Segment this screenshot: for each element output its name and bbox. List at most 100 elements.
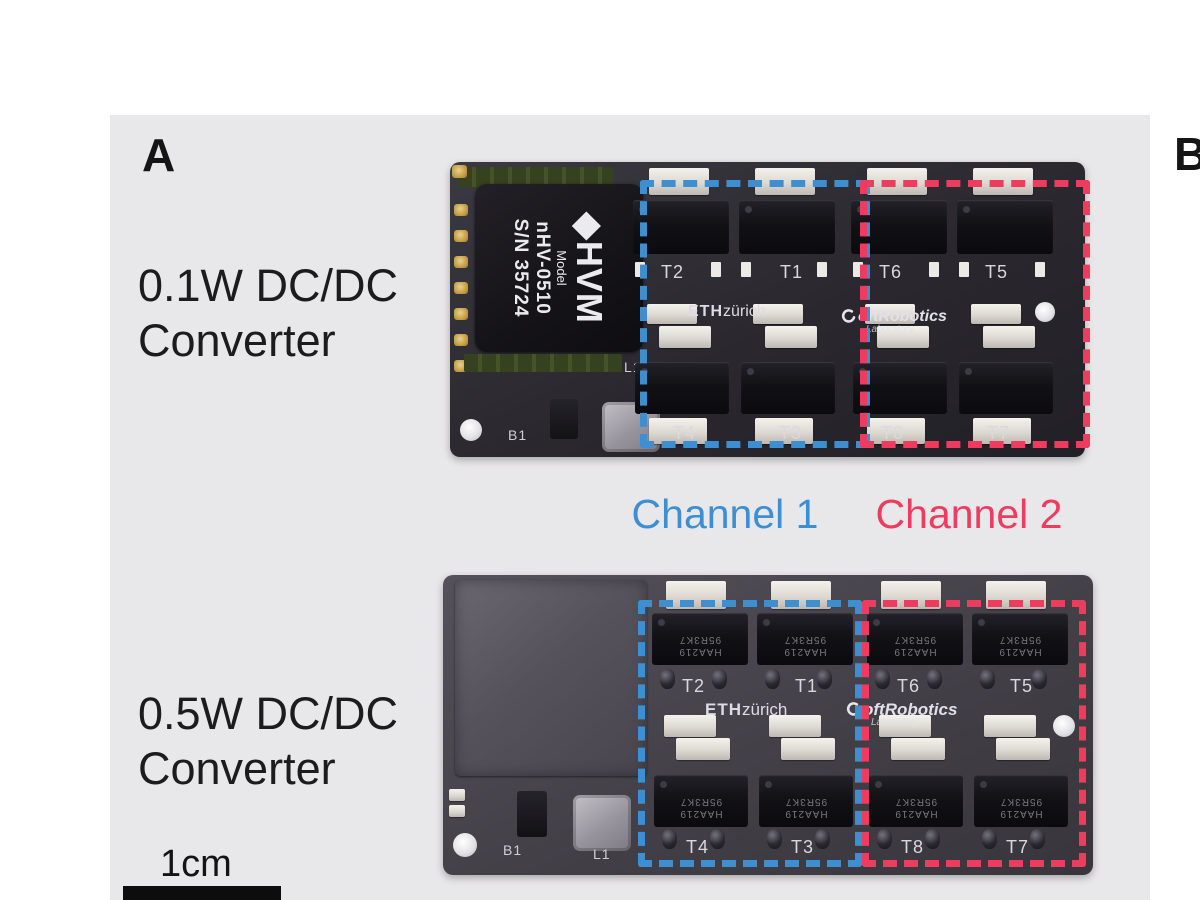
channel2-box: [862, 600, 1086, 867]
panel-label-b: B: [1174, 128, 1200, 180]
smd-capacitor: [959, 262, 969, 277]
silkscreen-l1: L1: [593, 846, 611, 862]
smd-capacitor: [1035, 262, 1045, 277]
softrobotics-logo-text: oftRobotics: [858, 307, 947, 325]
converter-label-05w-line2: Converter: [138, 743, 336, 794]
solder-pad: [755, 418, 813, 444]
transformer: [739, 200, 835, 254]
solder-pad: [753, 304, 803, 324]
through-hole-pin: [660, 669, 675, 689]
transformer-label: T7: [987, 423, 1011, 443]
smd-capacitor: [741, 262, 751, 277]
transformer-label: T8: [881, 423, 905, 443]
channel1-box: [640, 180, 870, 448]
scale-bar: [123, 886, 281, 900]
transistor-package: [517, 791, 547, 837]
hvm-serial-number: S/N 35724: [510, 218, 531, 318]
softrobotics-logo-sub: Laboratory: [871, 717, 919, 728]
shield-block: [455, 580, 647, 776]
transformer-label: T4: [686, 837, 710, 857]
converter-label-01w-line2: Converter: [138, 315, 336, 366]
solder-pad: [449, 789, 465, 801]
solder-pad: [984, 715, 1036, 737]
castellated-pad: [454, 282, 468, 294]
transformer-label: T6: [879, 262, 903, 282]
channel2-label: Channel 2: [875, 491, 1063, 537]
panel-label-a: A: [142, 129, 176, 181]
transformer-label: T3: [779, 423, 803, 443]
castellated-pad: [454, 334, 468, 346]
transformer-label: T2: [682, 676, 706, 696]
channel1-box: [638, 600, 862, 867]
transistor-package: [550, 399, 578, 439]
transformer-label: T5: [1010, 676, 1034, 696]
transformer-label: T5: [985, 262, 1009, 282]
softrobotics-swirl-icon: [841, 309, 856, 323]
pcb-01w-converter: ◆HVM Model nHV-0510 S/N 35724 B1 L1 T2 T…: [450, 162, 1090, 457]
softrobotics-logo-sub: Laboratory: [866, 324, 914, 335]
through-hole-pin: [980, 669, 995, 689]
through-hole-pin: [712, 669, 727, 689]
transformer-label: T1: [795, 676, 819, 696]
through-hole-pin: [710, 829, 725, 849]
solder-pad: [765, 326, 817, 348]
transformer: [741, 362, 835, 414]
smd-capacitor: [711, 262, 721, 277]
smd-capacitor: [929, 262, 939, 277]
transformer-label: T6: [897, 676, 921, 696]
castellated-pad: [454, 204, 468, 216]
hvm-model-label: Model: [554, 250, 569, 286]
pcb-module-strip: [464, 354, 622, 372]
solder-pad: [676, 738, 730, 760]
through-hole-pin: [662, 829, 677, 849]
castellated-pad: [454, 256, 468, 268]
through-hole-pin: [982, 829, 997, 849]
converter-label-01w: 0.1W DC/DC Converter: [138, 258, 398, 368]
transformer-label: T4: [673, 423, 697, 443]
transformer-label: T8: [901, 837, 925, 857]
solder-pad: [983, 326, 1035, 348]
solder-pad: [647, 304, 697, 324]
eth-logo-rest: zürich: [723, 303, 766, 320]
castellated-pad: [454, 230, 468, 242]
solder-pad: [865, 304, 915, 324]
hvm-brand-logo: ◆HVM: [569, 212, 610, 324]
eth-zurich-logo: ETHzürich: [688, 304, 766, 320]
converter-label-05w-line1: 0.5W DC/DC: [138, 688, 399, 739]
solder-pad: [769, 715, 821, 737]
through-hole-pin: [1030, 829, 1045, 849]
silkscreen-b1: B1: [503, 842, 523, 858]
solder-pad: [649, 418, 707, 444]
channel1-label: Channel 1: [631, 491, 819, 537]
through-hole-pin: [767, 829, 782, 849]
transformer-label: T2: [661, 262, 685, 282]
through-hole-pin: [927, 669, 942, 689]
solder-pad: [867, 418, 925, 444]
solder-pad: [449, 805, 465, 817]
solder-pad: [877, 326, 929, 348]
mounting-hole: [1053, 715, 1075, 737]
through-hole-pin: [925, 829, 940, 849]
through-hole-pin: [1032, 669, 1047, 689]
through-hole-pin: [815, 829, 830, 849]
eth-zurich-logo: ETHzürich: [705, 701, 787, 718]
gold-pad: [452, 165, 467, 178]
eth-logo-rest: zürich: [742, 700, 788, 719]
hvm-model-number: nHV-0510: [532, 221, 553, 315]
solder-pad: [971, 304, 1021, 324]
through-hole-pin: [765, 669, 780, 689]
mounting-hole: [1035, 302, 1055, 322]
through-hole-pin: [875, 669, 890, 689]
transformer: [633, 200, 729, 254]
hvm-module: ◆HVM Model nHV-0510 S/N 35724: [475, 184, 643, 352]
solder-pad: [664, 715, 716, 737]
castellated-pad: [454, 308, 468, 320]
transformer-label: T7: [1006, 837, 1030, 857]
solder-pad: [973, 418, 1031, 444]
through-hole-pin: [877, 829, 892, 849]
silkscreen-b1: B1: [508, 427, 528, 443]
